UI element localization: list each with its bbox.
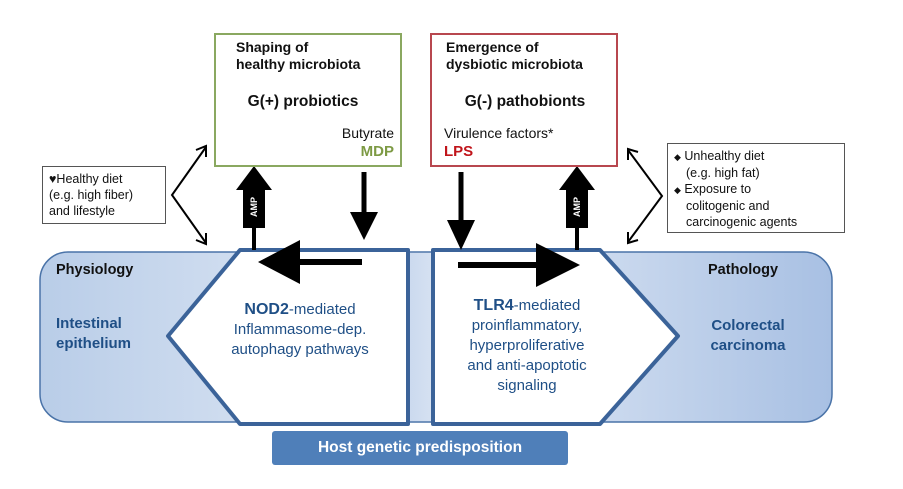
mdp-down-arrow: [350, 172, 378, 240]
diamond-bullet-icon: ◆: [674, 152, 681, 162]
right-double-arrow: [627, 147, 664, 245]
colorectal-carcinoma-label: Colorectal carcinoma: [710, 317, 786, 354]
left-double-arrow: [170, 144, 207, 246]
pathobionts-label: G(-) pathobionts: [464, 93, 586, 110]
tlr4-chevron: [431, 248, 680, 426]
tlr4-signal-arrow: [458, 243, 580, 287]
pathology-label: Pathology: [708, 262, 779, 278]
nod2-chevron: [166, 248, 410, 426]
amp-up-arrow-left: [236, 166, 272, 250]
lps-label: LPS: [444, 143, 474, 160]
healthy-diet-note: ♥Healthy diet (e.g. high fiber) and life…: [42, 166, 166, 224]
heart-icon: ♥: [49, 172, 57, 186]
amp-up-arrow-right: [559, 166, 595, 250]
diamond-bullet-icon: ◆: [674, 185, 681, 195]
butyrate-label: Butyrate: [341, 125, 394, 141]
nod2-gene-label: NOD2: [244, 301, 289, 318]
amp-label-left: AMP: [249, 197, 259, 217]
intestinal-epithelium-label: Intestinal epithelium: [56, 315, 132, 352]
virulence-factors-label: Virulence factors*: [444, 125, 554, 141]
nod2-pathway-text: NOD2-mediated Inflammasome-dep. autophag…: [231, 301, 369, 358]
dysbiotic-microbiota-box: [430, 33, 618, 167]
physiology-label: Physiology: [56, 262, 134, 278]
dysbiotic-microbiota-title: Emergence of dysbiotic microbiota: [446, 39, 583, 72]
healthy-microbiota-title: Shaping of healthy microbiota: [236, 39, 361, 72]
healthy-microbiota-box: [214, 33, 402, 167]
nod2-signal-arrow: [258, 240, 362, 284]
probiotics-label: G(+) probiotics: [247, 93, 359, 110]
tlr4-pathway-text: TLR4-mediated proinflammatory, hyperprol…: [467, 297, 587, 394]
lps-down-arrow: [447, 172, 475, 250]
amp-label-right: AMP: [572, 197, 582, 217]
unhealthy-factors-note: ◆ Unhealthy diet (e.g. high fat) ◆ Expos…: [667, 143, 845, 233]
mdp-label: MDP: [360, 143, 394, 160]
tlr4-gene-label: TLR4: [473, 297, 514, 314]
host-genetic-predisposition-bar: Host genetic predisposition: [272, 431, 568, 465]
